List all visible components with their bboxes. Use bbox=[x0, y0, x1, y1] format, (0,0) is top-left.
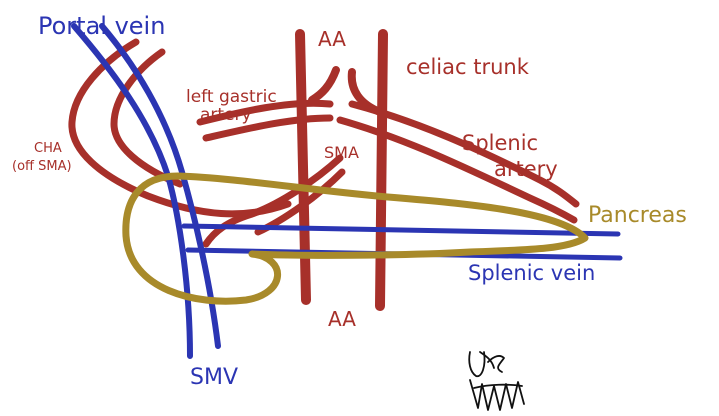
label-splenic-vein: Splenic vein bbox=[468, 261, 595, 285]
label-aa-top: AA bbox=[318, 27, 346, 51]
labels: Portal vein AA celiac trunk left gastric… bbox=[12, 12, 687, 390]
label-cha-2: (off SMA) bbox=[12, 159, 72, 174]
label-portal-vein: Portal vein bbox=[38, 12, 165, 40]
label-celiac-trunk: celiac trunk bbox=[406, 55, 530, 79]
sma-vessel bbox=[206, 158, 342, 244]
label-splenic-artery-2: artery bbox=[494, 157, 558, 181]
label-sma: SMA bbox=[324, 143, 359, 162]
label-left-gastric-1: left gastric bbox=[186, 87, 277, 107]
signature bbox=[469, 352, 524, 410]
label-aa-bottom: AA bbox=[328, 307, 356, 331]
label-cha-1: CHA bbox=[34, 141, 62, 156]
label-left-gastric-2: artery bbox=[200, 105, 252, 125]
label-pancreas: Pancreas bbox=[588, 203, 687, 228]
label-smv: SMV bbox=[190, 365, 238, 390]
label-splenic-artery-1: Splenic bbox=[462, 131, 538, 155]
